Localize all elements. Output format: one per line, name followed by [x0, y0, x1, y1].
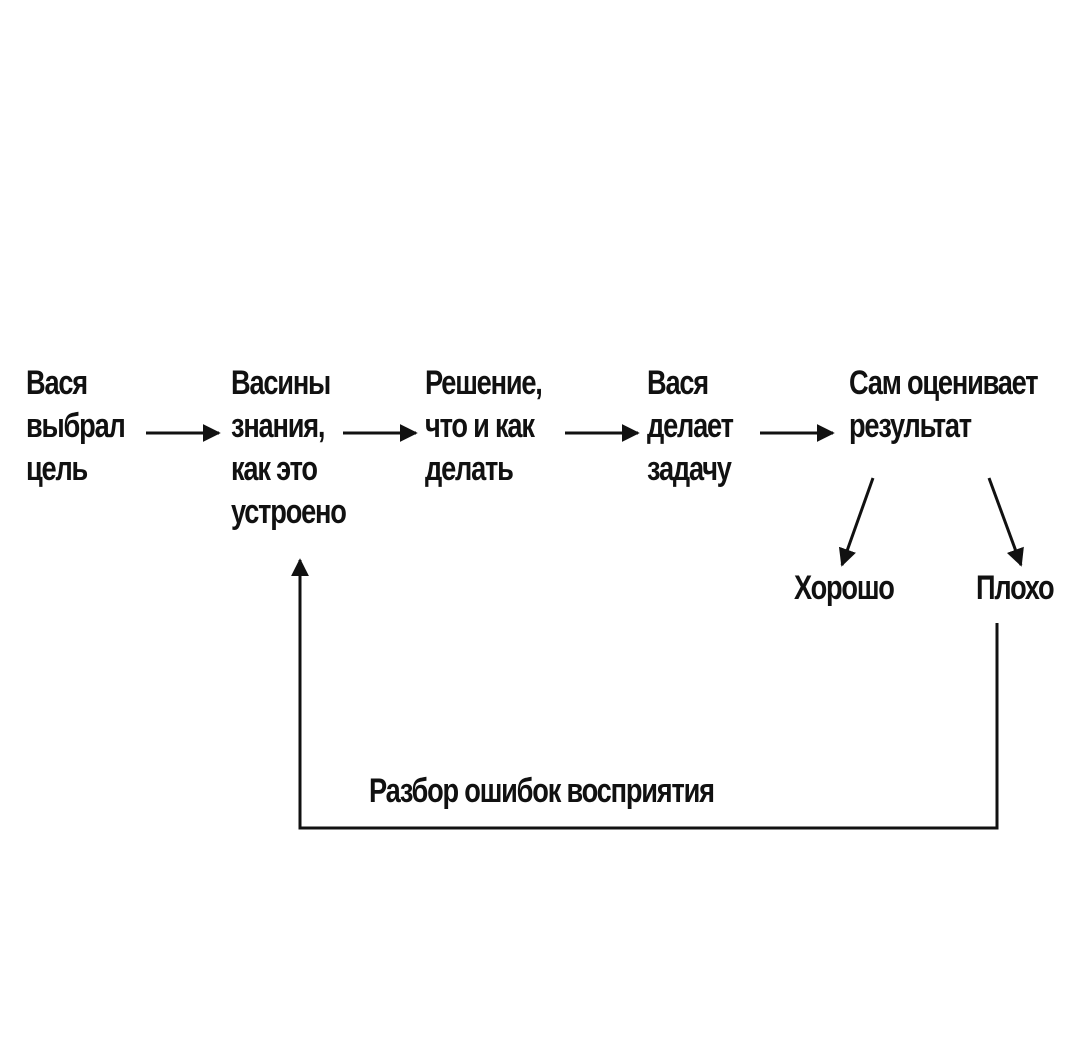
- node-good-line: Хорошо: [794, 569, 895, 607]
- node-action: Вася делает задачу: [647, 362, 734, 491]
- node-good: Хорошо: [794, 567, 895, 610]
- feedback-label-text: Разбор ошибок восприятия: [369, 772, 715, 810]
- node-goal: Вася выбрал цель: [26, 362, 126, 491]
- feedback-loop-arrow: [291, 558, 999, 830]
- node-knowledge-line: Васины: [231, 364, 331, 402]
- node-decision-line: делать: [425, 450, 514, 488]
- node-knowledge: Васины знания, как это устроено: [231, 362, 347, 534]
- node-knowledge-line: знания,: [231, 407, 325, 445]
- node-knowledge-line: как это: [231, 450, 318, 488]
- arrow-evaluation-to-bad: [987, 477, 1024, 567]
- node-action-line: Вася: [647, 364, 709, 402]
- node-goal-line: цель: [26, 450, 88, 488]
- feedback-label: Разбор ошибок восприятия: [369, 770, 715, 813]
- node-decision-line: что и как: [425, 407, 535, 445]
- node-decision: Решение, что и как делать: [425, 362, 543, 491]
- node-evaluation-line: результат: [849, 407, 972, 445]
- node-knowledge-line: устроено: [231, 493, 347, 531]
- node-evaluation-line: Сам оценивает: [849, 364, 1039, 402]
- node-bad-line: Плохо: [976, 569, 1055, 607]
- node-action-line: делает: [647, 407, 734, 445]
- arrow-evaluation-to-good: [838, 477, 875, 567]
- node-goal-line: Вася: [26, 364, 88, 402]
- node-goal-line: выбрал: [26, 407, 126, 445]
- node-action-line: задачу: [647, 450, 732, 488]
- node-bad: Плохо: [976, 567, 1055, 610]
- node-evaluation: Сам оценивает результат: [849, 362, 1039, 448]
- node-decision-line: Решение,: [425, 364, 543, 402]
